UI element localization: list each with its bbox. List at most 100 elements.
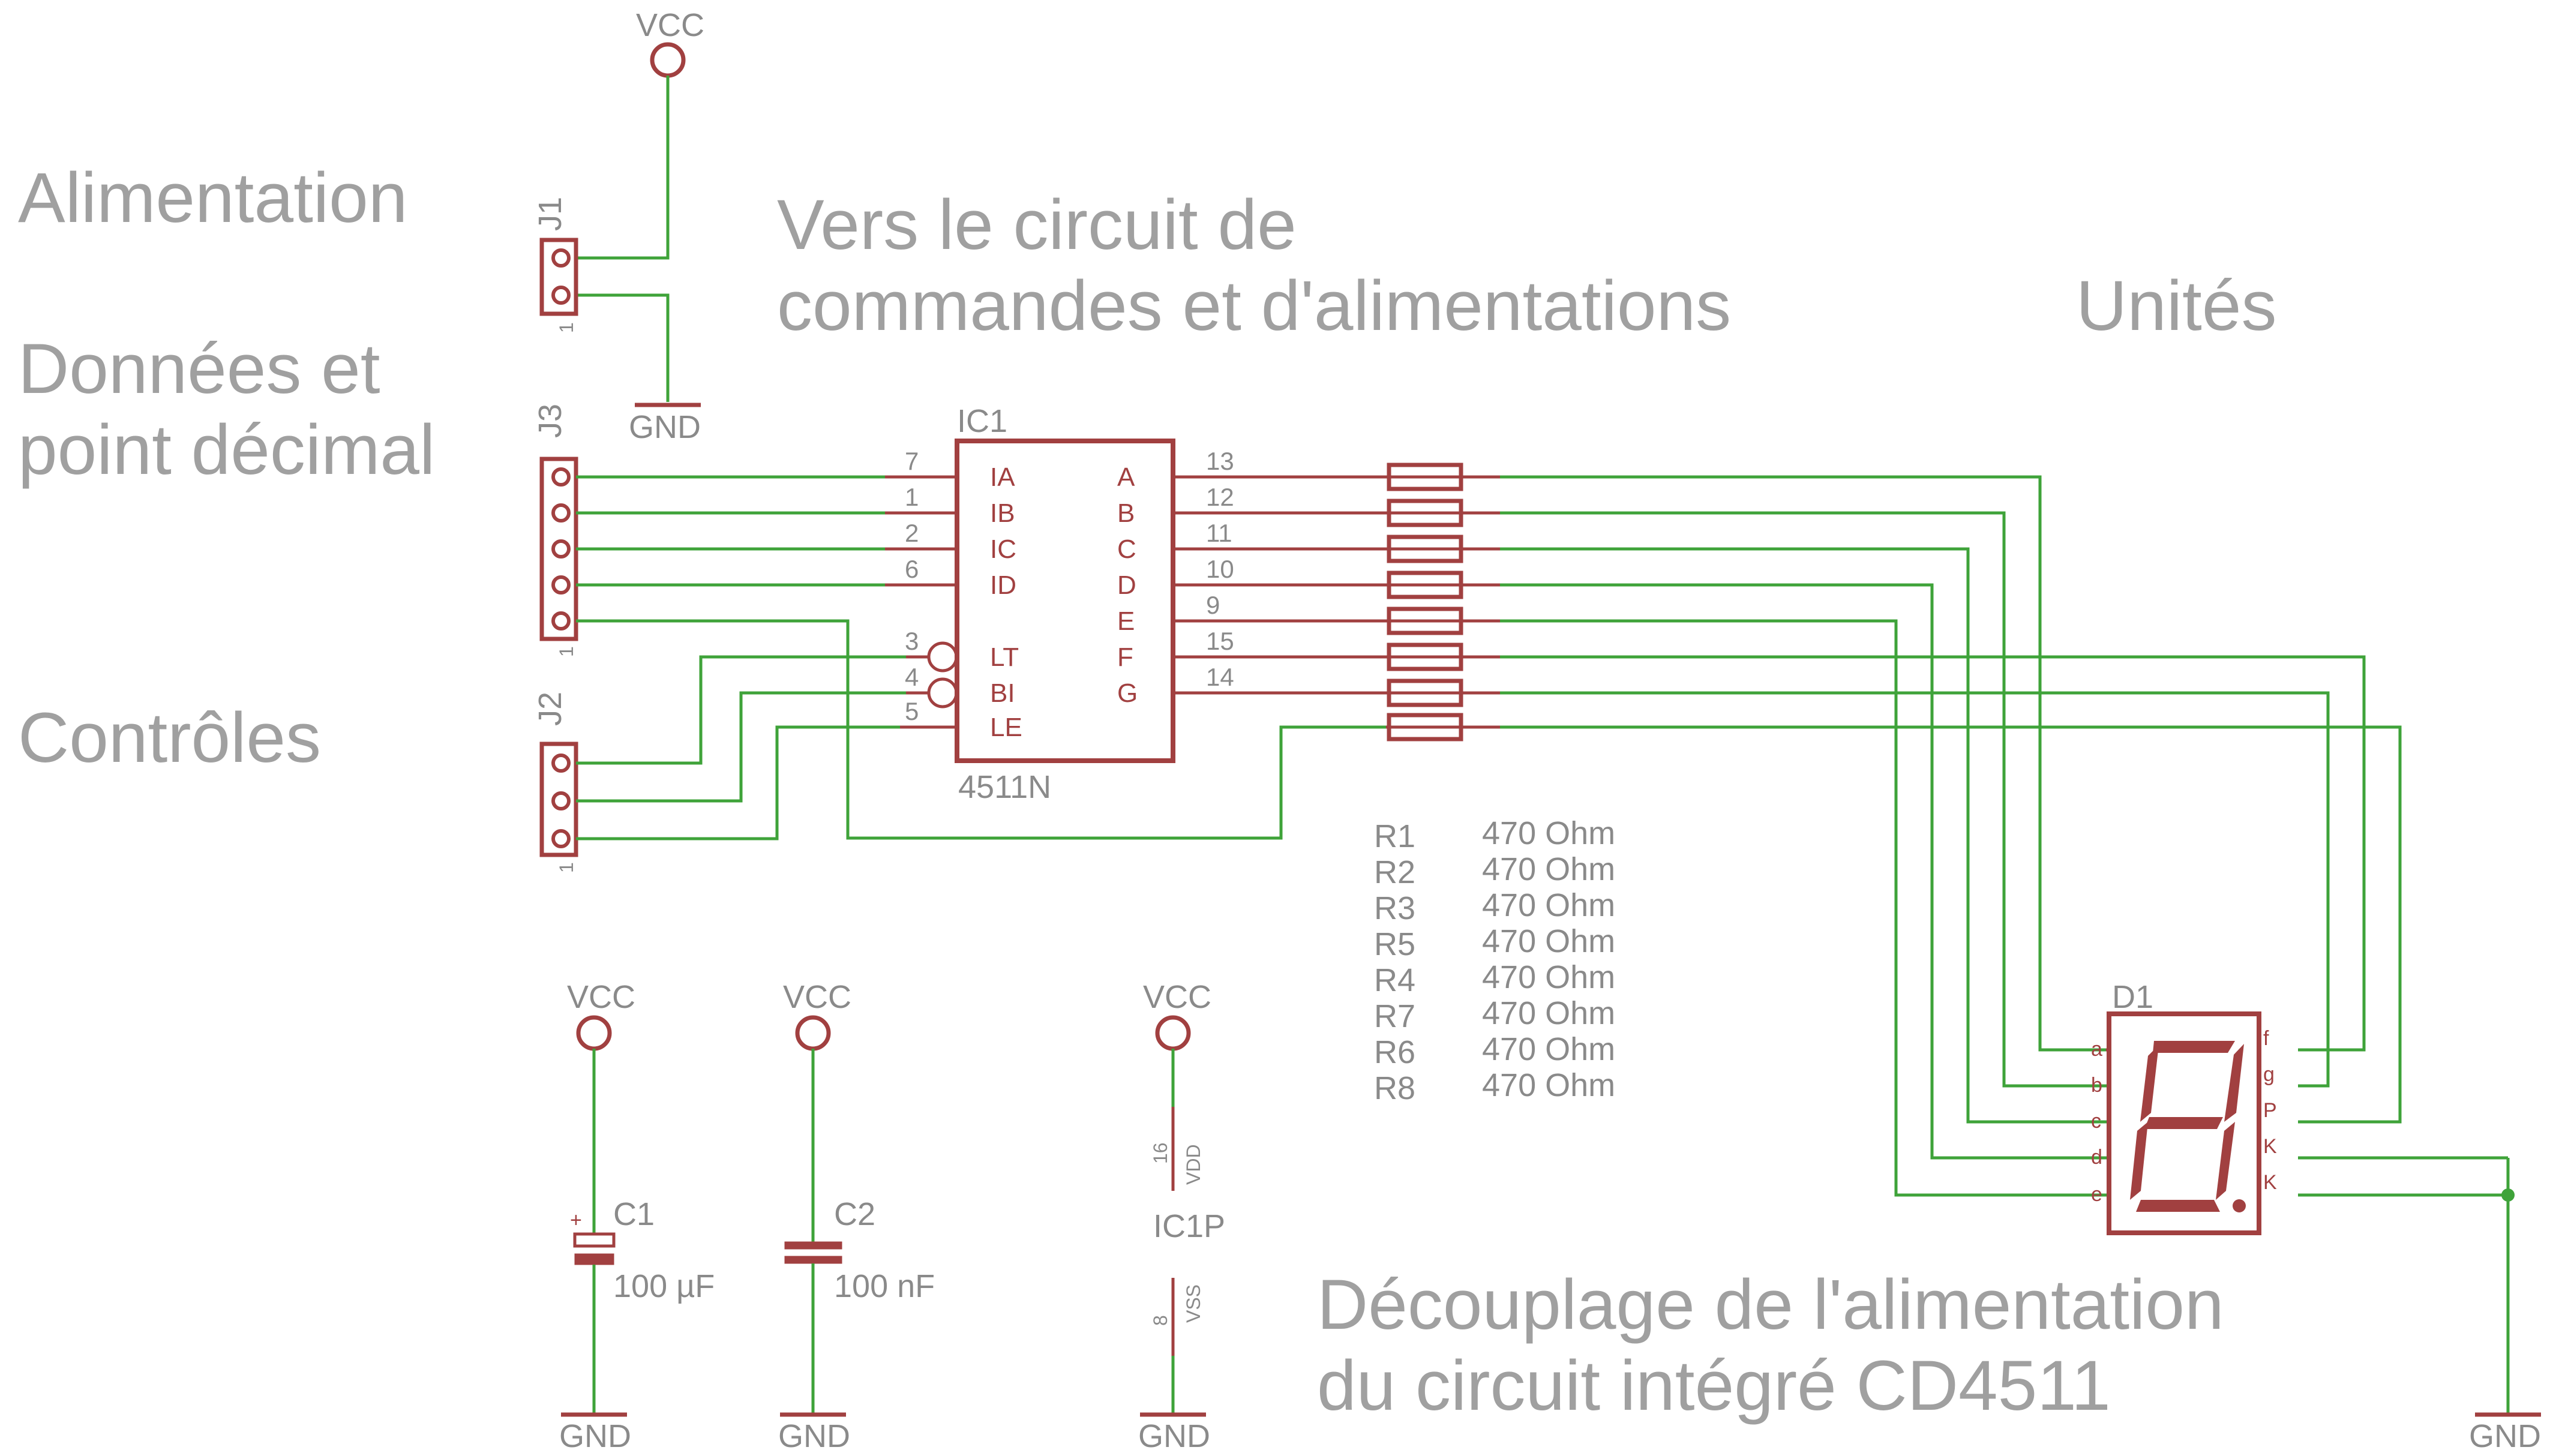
segment-dp [2233, 1199, 2246, 1212]
resistor-ref-6: R6 [1374, 1034, 1415, 1070]
d1-pin-a: a [2091, 1038, 2102, 1061]
segment-a [2153, 1041, 2235, 1053]
label-vers-line1: Vers le circuit de [777, 185, 1297, 265]
resistor-body-1 [1387, 499, 1463, 527]
connector-j3: J3 1 [532, 404, 578, 657]
connector-j1: VCC GND J1 1 [532, 7, 704, 445]
vcc-symbol-c2 [795, 1015, 831, 1051]
d1-pin-c: c [2091, 1110, 2101, 1133]
wires-inputs [576, 475, 1386, 840]
connector-j2: J2 1 [532, 692, 578, 873]
resistor-ref-3: R5 [1374, 926, 1415, 962]
d1-pin-k1: K [2263, 1135, 2277, 1158]
resistor-value-4: 470 Ohm [1482, 959, 1615, 995]
resistor-body-7 [1387, 713, 1463, 741]
resistor-ref-0: R1 [1374, 818, 1415, 854]
resistor-body-5 [1387, 643, 1463, 671]
ic1-pin-num-r2: 11 [1206, 519, 1232, 547]
ic1-pin-label-r4: E [1117, 607, 1135, 636]
segment-g [2144, 1117, 2223, 1129]
gnd-label-c2: GND [778, 1418, 850, 1454]
resistor-body-6 [1387, 679, 1463, 707]
resistor-ref-1: R2 [1374, 854, 1415, 890]
ic1-pin-label-l5: BI [990, 679, 1015, 708]
label-decouplage-line1: Découplage de l'alimentation [1317, 1265, 2224, 1344]
ic1p-vdd: VDD [1183, 1144, 1204, 1185]
capacitor-c1: VCC + GND C1 100 µF [559, 979, 715, 1454]
ic1-pin-num-l2: 2 [905, 519, 919, 547]
d1-pin-b: b [2091, 1074, 2102, 1097]
ic1-pin-num-r3: 10 [1206, 555, 1234, 583]
ic1-pin-label-r0: A [1117, 463, 1135, 492]
capacitor-c2: VCC GND C2 100 nF [778, 979, 935, 1454]
d1-pin-p: P [2263, 1099, 2277, 1122]
resistor-ref-4: R4 [1374, 962, 1415, 998]
d1-name: D1 [2112, 979, 2153, 1015]
gnd-label-c1: GND [559, 1418, 631, 1454]
j2-name: J2 [532, 692, 568, 726]
ic1-pin-num-r0: 13 [1206, 447, 1234, 475]
vcc-label-c2: VCC [783, 979, 851, 1015]
ic1-pin-num-l6: 5 [905, 697, 919, 725]
ic1-name: IC1 [957, 403, 1007, 439]
resistor-ref-7: R8 [1374, 1070, 1415, 1106]
ic1-4511n: IC1 4511N 7 1 2 6 3 4 5 IA IB IC ID LT B… [885, 403, 1248, 805]
resistor-value-7: 470 Ohm [1482, 1067, 1615, 1103]
c2-name: C2 [834, 1196, 875, 1232]
ic1-pin-num-l1: 1 [905, 483, 919, 511]
segment-f [2140, 1045, 2159, 1122]
resistor-body-0 [1387, 463, 1463, 491]
d1-pin-d: d [2091, 1146, 2102, 1169]
d1-pin-g: g [2263, 1063, 2275, 1086]
ic1-pin-label-l0: IA [990, 463, 1015, 492]
ic1-pin-num-l3: 6 [905, 555, 919, 583]
gnd-label-d1: GND [2469, 1418, 2541, 1454]
j1-name: J1 [532, 197, 568, 231]
ic1-pin-num-r5: 15 [1206, 627, 1234, 655]
resistor-value-0: 470 Ohm [1482, 815, 1615, 851]
ic1-pin-label-l4: LT [990, 643, 1019, 672]
c2-value: 100 nF [834, 1268, 935, 1304]
label-donnees-line1: Données et [18, 329, 380, 409]
ic1-pin-num-l5: 4 [905, 663, 919, 691]
gnd-label-j1: GND [629, 409, 701, 445]
segment-b [2224, 1044, 2244, 1122]
ic1-pin-label-l6: LE [990, 713, 1022, 742]
resistor-list: R1 470 Ohm R2 470 Ohm R3 470 Ohm R5 470 … [1374, 815, 1615, 1106]
c1-value: 100 µF [613, 1268, 715, 1304]
c1-polarity: + [570, 1209, 582, 1232]
vcc-label-ic1p: VCC [1143, 979, 1211, 1015]
vcc-label-c1: VCC [567, 979, 635, 1015]
label-vers-line2: commandes et d'alimentations [777, 266, 1731, 346]
ic1-pin-label-l1: IB [990, 499, 1015, 528]
ic1-pin-label-r5: F [1117, 643, 1133, 672]
wires-outputs: GND [1500, 475, 2541, 1454]
ic1-pin-num-l4: 3 [905, 627, 919, 655]
label-unites: Unités [2076, 266, 2276, 346]
j3-name: J3 [532, 404, 568, 438]
ic1p-name: IC1P [1153, 1208, 1225, 1244]
label-controles: Contrôles [18, 698, 321, 777]
resistor-ref-2: R3 [1374, 890, 1415, 926]
ic1p-vdd-num: 16 [1150, 1142, 1171, 1164]
ic1p-vss: VSS [1183, 1284, 1204, 1323]
j3-pin1: 1 [556, 646, 577, 657]
ic1-part: 4511N [958, 769, 1051, 805]
d1-pin-f: f [2263, 1027, 2269, 1050]
gnd-label-ic1p: GND [1138, 1418, 1210, 1454]
resistor-bank [1248, 463, 1500, 741]
ic1-pin-label-r3: D [1117, 571, 1136, 600]
resistor-value-3: 470 Ohm [1482, 923, 1615, 959]
ic1-pin-label-r2: C [1117, 535, 1136, 564]
display-d1: D1 a b c d e f g P K K [2091, 979, 2277, 1235]
ic1p-vss-num: 8 [1150, 1315, 1171, 1326]
c1-name: C1 [613, 1196, 655, 1232]
vcc-symbol-ic1p [1155, 1015, 1191, 1051]
ic1-pin-label-l2: IC [990, 535, 1016, 564]
resistor-value-6: 470 Ohm [1482, 1031, 1615, 1067]
junction-dot-gnd [2501, 1188, 2515, 1202]
d1-pin-e: e [2091, 1183, 2102, 1206]
resistor-body-4 [1387, 607, 1463, 635]
resistor-value-5: 470 Ohm [1482, 995, 1615, 1031]
